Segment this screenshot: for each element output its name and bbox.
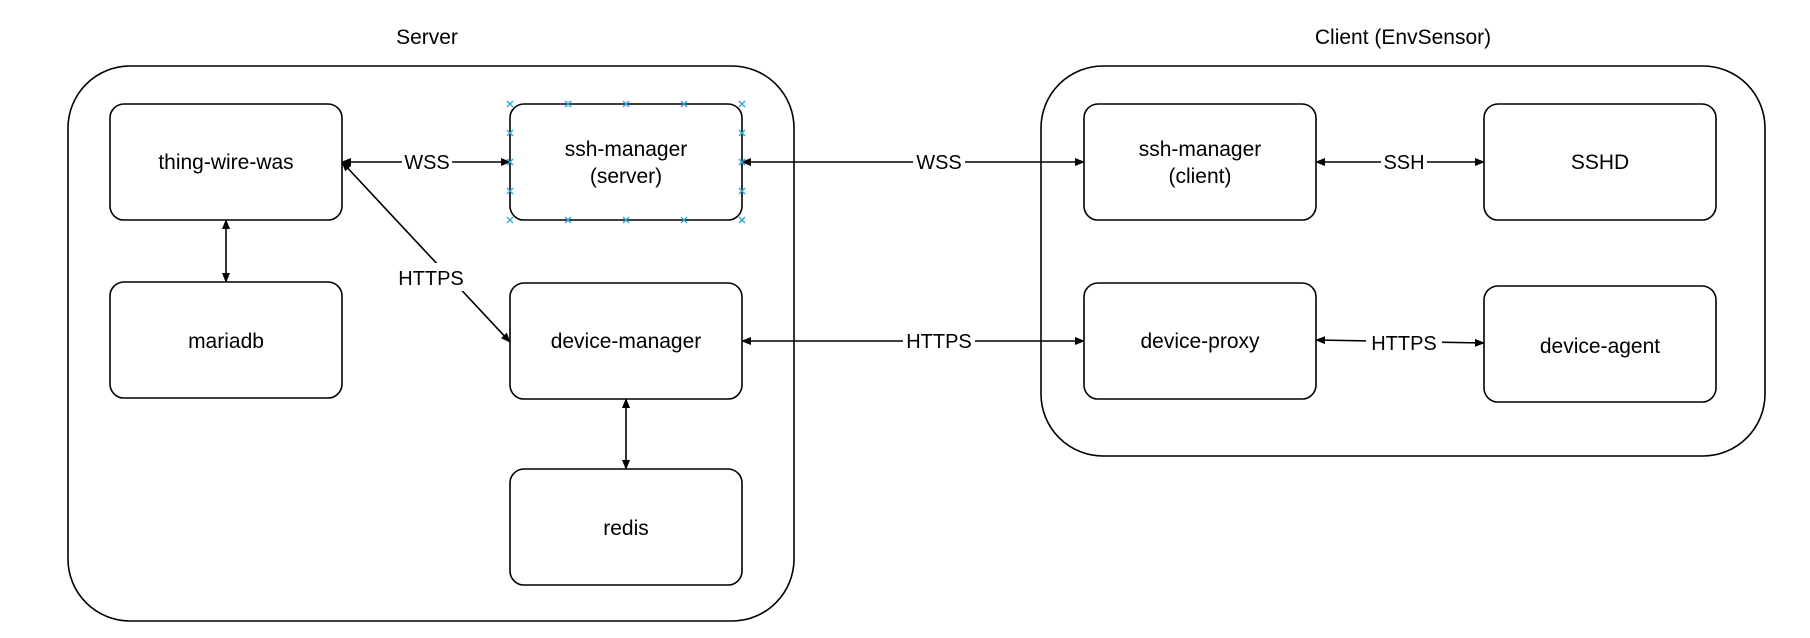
selection-handle-mark[interactable]	[564, 100, 572, 108]
selection-handle-mark[interactable]	[506, 216, 514, 224]
edge-label-wss-internal: WSS	[404, 152, 450, 174]
selection-handles[interactable]	[506, 100, 746, 224]
edge-https-internal[interactable]	[341, 161, 511, 343]
node-device-agent[interactable]: device-agent	[1483, 285, 1717, 403]
edge-label-https-external: HTTPS	[906, 331, 972, 353]
node-mariadb[interactable]: mariadb	[109, 281, 343, 399]
selection-handle-mark[interactable]	[738, 216, 746, 224]
node-sshd[interactable]: SSHD	[1483, 103, 1717, 221]
node-device-manager[interactable]: device-manager	[509, 282, 743, 400]
selection-handle-mark[interactable]	[738, 187, 746, 195]
node-mariadb-label: mariadb	[188, 330, 264, 353]
node-device-proxy-label: device-proxy	[1140, 330, 1260, 353]
node-device-manager-label: device-manager	[551, 330, 702, 353]
server-group-title: Server	[396, 26, 458, 49]
edges: WSS HTTPS WSS HTTPS SSH HTTPS	[222, 148, 1485, 470]
node-ssh-manager-client[interactable]: ssh-manager (client)	[1083, 103, 1317, 221]
node-device-agent-label: device-agent	[1540, 335, 1660, 358]
node-device-proxy[interactable]: device-proxy	[1083, 282, 1317, 400]
selection-handle-mark[interactable]	[622, 216, 630, 224]
node-redis-label: redis	[603, 517, 649, 540]
edge-label-https-internal: HTTPS	[398, 268, 464, 290]
selection-handle-mark[interactable]	[738, 129, 746, 137]
selection-handle-mark[interactable]	[506, 100, 514, 108]
selection-handle-mark[interactable]	[506, 158, 514, 166]
node-ssh-manager-server[interactable]: ssh-manager (server)	[509, 103, 743, 221]
node-ssh-manager-client-sublabel: (client)	[1168, 165, 1231, 188]
node-ssh-manager-client-label: ssh-manager	[1139, 138, 1262, 161]
edge-label-ssh: SSH	[1383, 152, 1424, 174]
selection-handle-mark[interactable]	[680, 100, 688, 108]
node-sshd-label: SSHD	[1571, 151, 1629, 174]
node-ssh-manager-server-label: ssh-manager	[565, 138, 688, 161]
selection-handle-mark[interactable]	[506, 187, 514, 195]
selection-handle-mark[interactable]	[506, 129, 514, 137]
selection-handle-mark[interactable]	[738, 100, 746, 108]
selection-handle-mark[interactable]	[622, 100, 630, 108]
node-ssh-manager-server-sublabel: (server)	[590, 165, 662, 188]
edge-label-https-agent: HTTPS	[1371, 333, 1437, 355]
selection-handle-mark[interactable]	[564, 216, 572, 224]
node-thing-wire-was[interactable]: thing-wire-was	[109, 103, 343, 221]
selection-handle-mark[interactable]	[680, 216, 688, 224]
selection-handle-mark[interactable]	[738, 158, 746, 166]
client-group-title: Client (EnvSensor)	[1315, 26, 1491, 49]
node-thing-wire-was-label: thing-wire-was	[158, 151, 293, 174]
node-redis[interactable]: redis	[509, 468, 743, 586]
edge-label-wss-external: WSS	[916, 152, 962, 174]
